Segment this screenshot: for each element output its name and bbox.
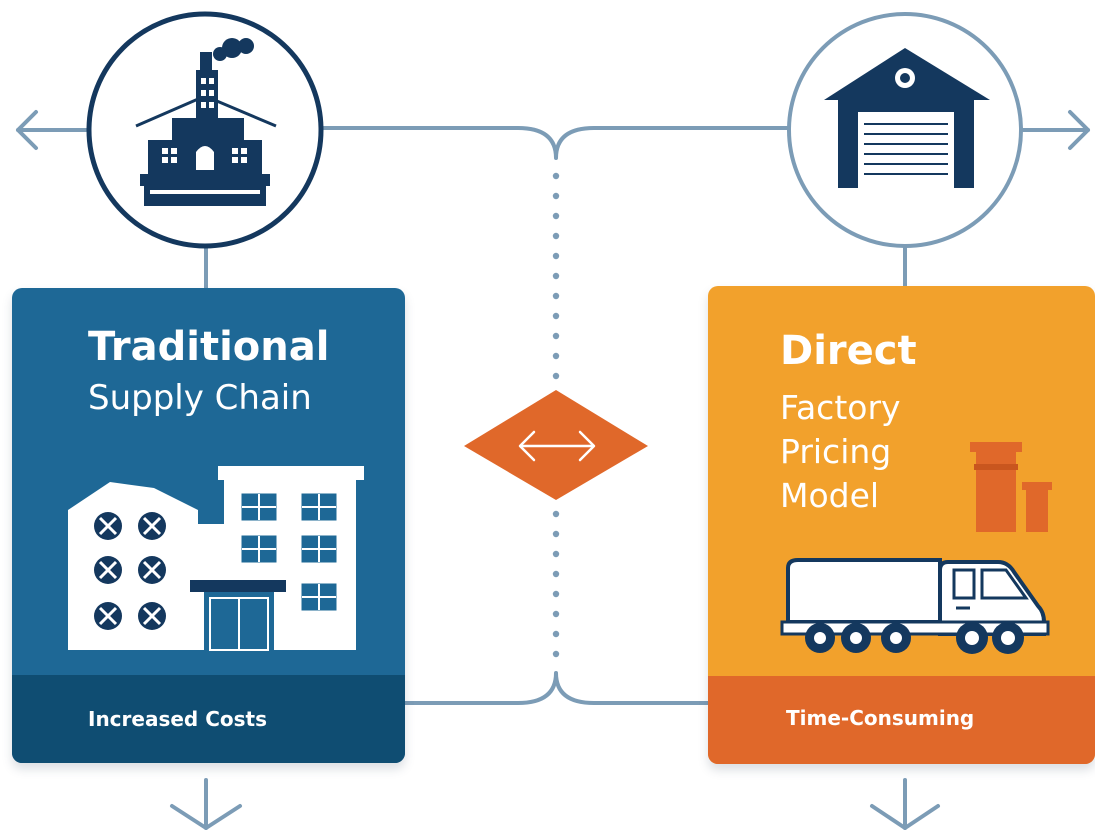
truck-icon [780,558,1050,654]
card-title: Traditional [88,324,330,370]
footer-label: Time-Consuming [786,706,975,730]
footer-label: Increased Costs [88,707,267,731]
top-connector-line [320,126,790,160]
building-icon [68,466,364,651]
traditional-supply-chain-card: Traditional Supply Chain [12,288,405,763]
left-arrow [16,110,88,150]
truck-illustration [780,442,1052,654]
right-down-arrow [870,778,940,830]
card-footer: Time-Consuming [708,676,1095,764]
warehouse-icon [787,12,1023,248]
exchange-icon [464,390,648,500]
right-arrow [1020,110,1090,150]
card-subtitle: Supply Chain [88,378,312,418]
dotted-divider [552,172,560,658]
card-subtitle: Factory Pricing Model [780,388,901,515]
card-title: Direct [780,328,917,374]
factory-icon [86,11,324,249]
left-down-arrow [170,778,242,830]
card-footer: Increased Costs [12,675,405,763]
containers-icon [970,442,1052,532]
bottom-connector-line [403,671,710,705]
direct-factory-pricing-card: Direct Factory Pricing Model [708,286,1095,764]
